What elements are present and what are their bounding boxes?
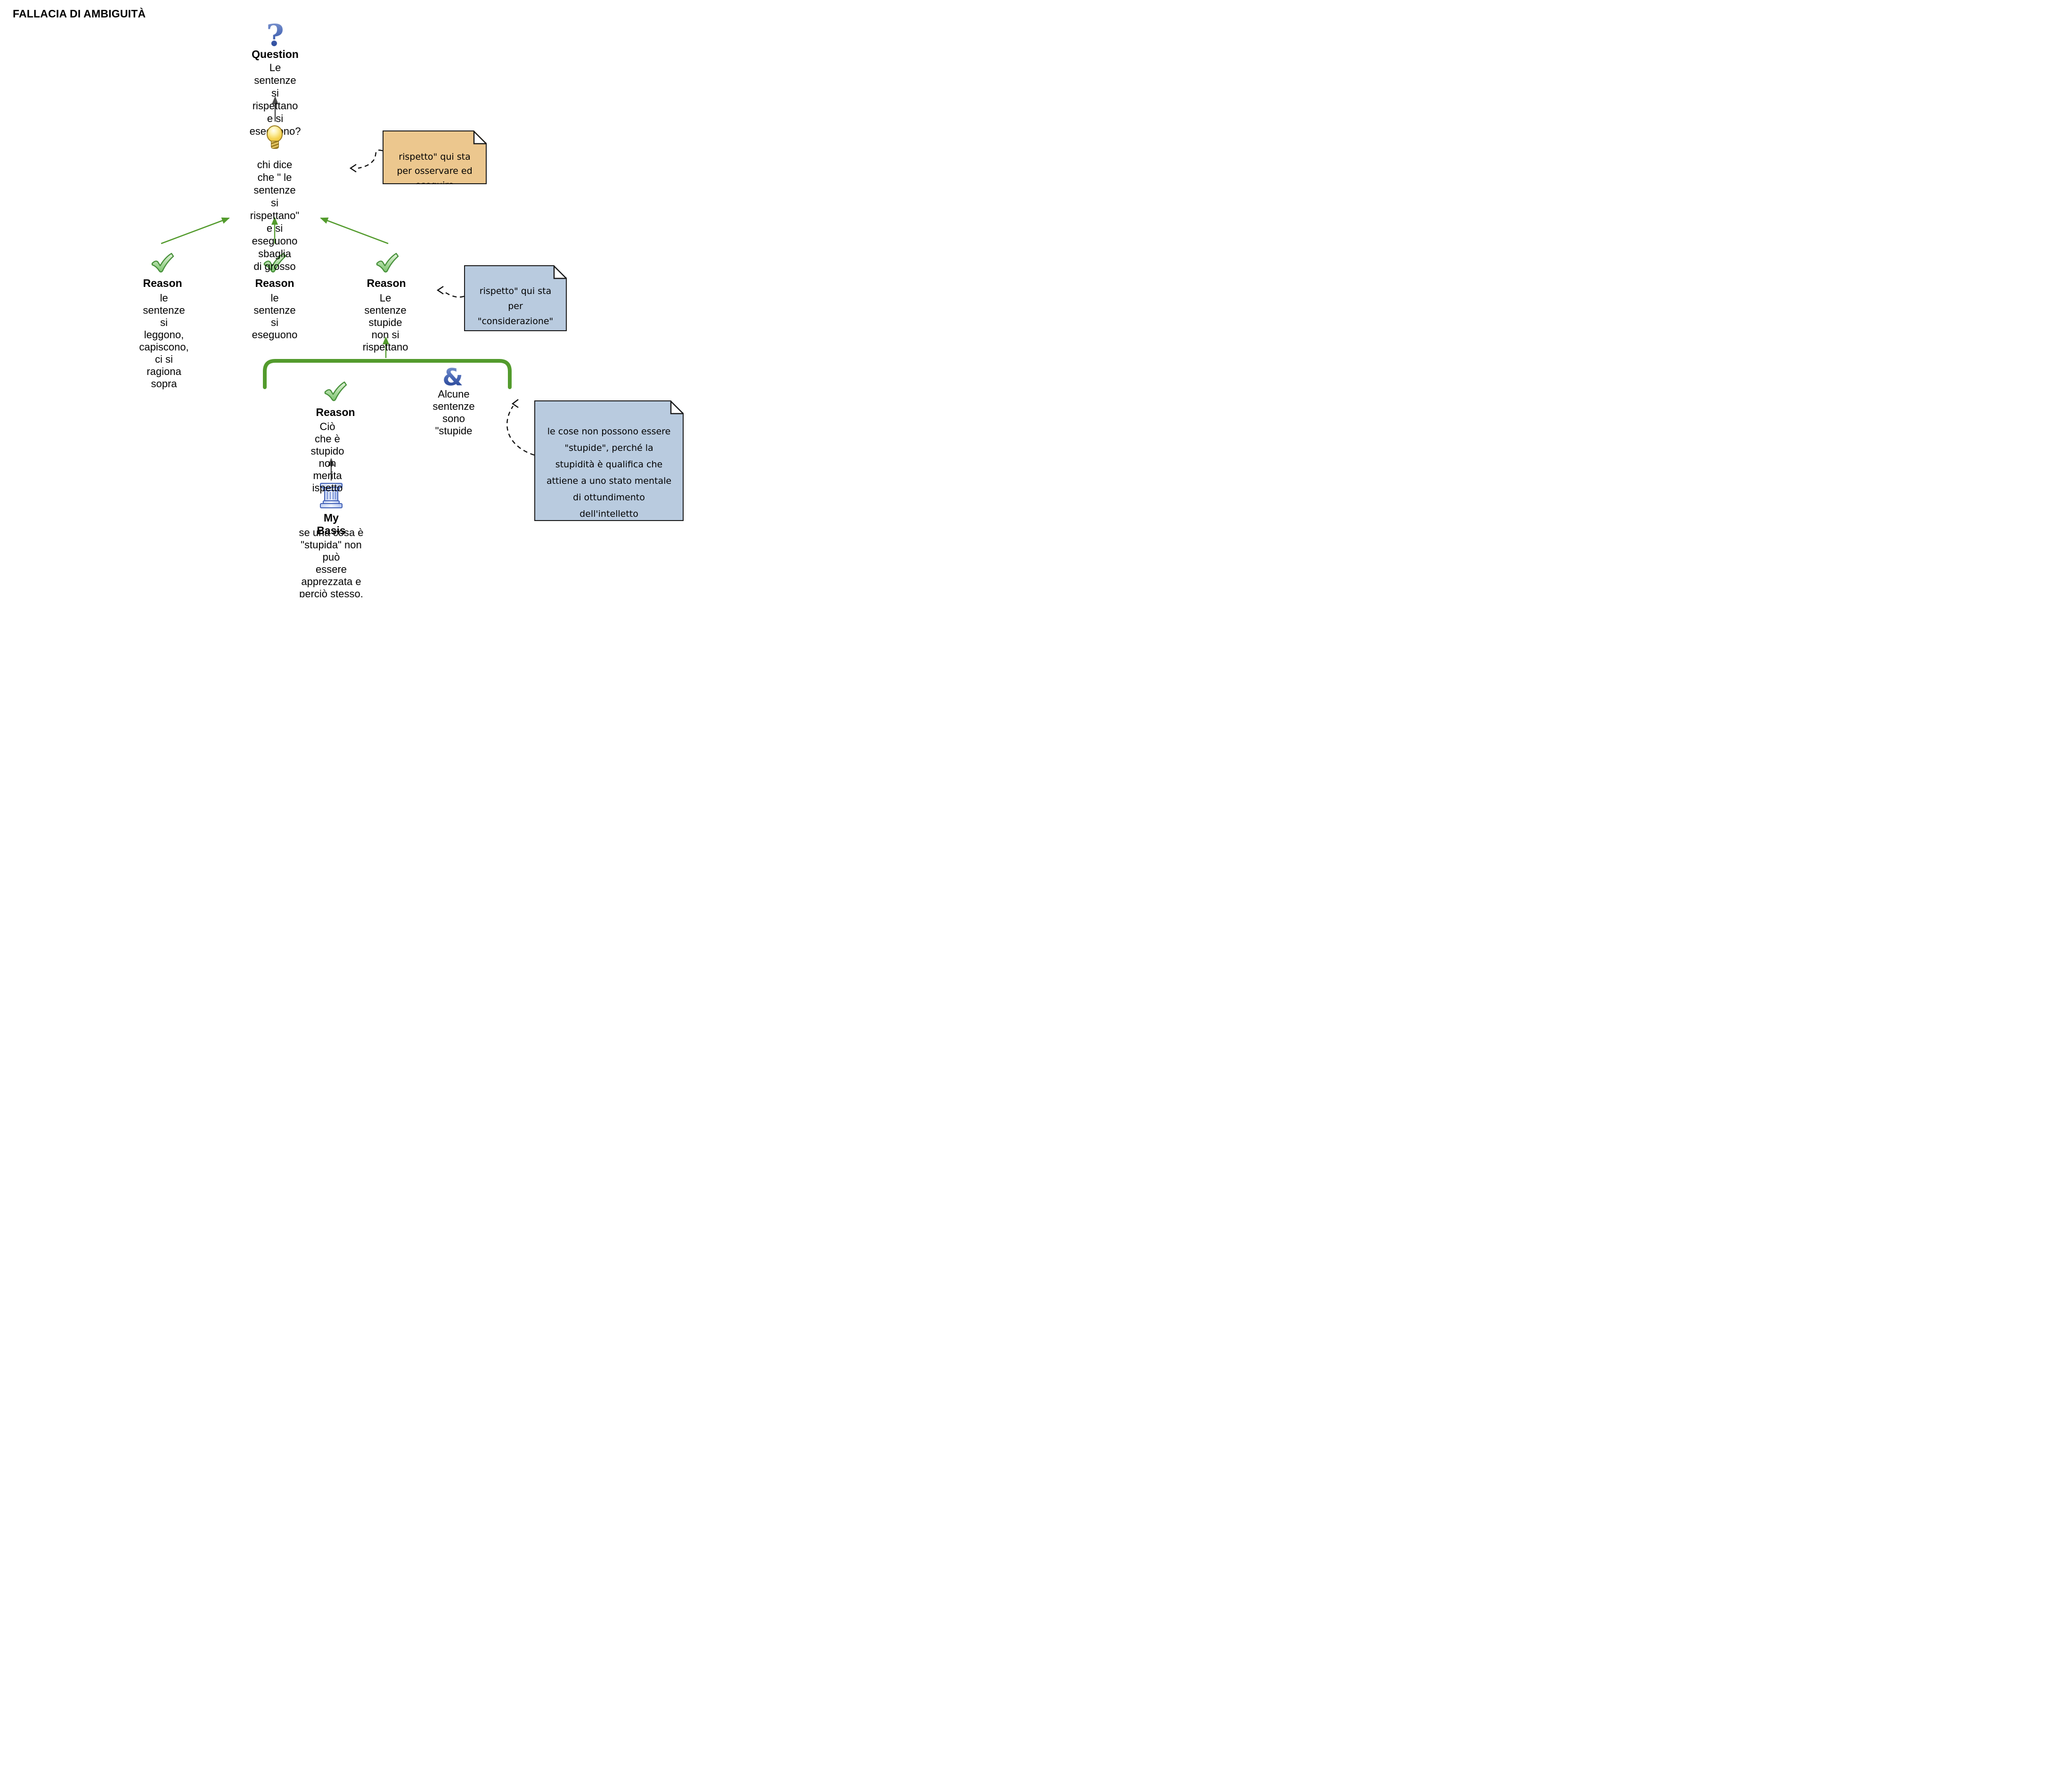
reason1-text: le sentenze si leggono, capiscono, ci si… [139, 292, 189, 390]
connector-layer [151, 96, 535, 508]
question-icon: ? [266, 18, 284, 53]
basis-label: My Basis [317, 512, 346, 537]
arrow-reason3-to-contention [320, 217, 389, 244]
check-icon-reason1 [151, 253, 174, 273]
question-label: Question [252, 48, 299, 60]
contention-text: chi dice che " le sentenze si rispettano… [250, 159, 300, 272]
basis-text: se una cosa è "stupida" non può essere a… [299, 527, 364, 597]
reason2-text: le sentenze si eseguono [252, 292, 298, 341]
reason1-label: Reason [143, 277, 182, 289]
reason3-label: Reason [367, 277, 406, 289]
check-icon-reason2 [263, 253, 286, 273]
reason2-label: Reason [255, 277, 294, 289]
note-blue-stupidita-text: le cose non possono essere "stupide", pe… [546, 426, 672, 519]
connector-note2-to-reason3 [436, 286, 465, 298]
note-blue-considerazione[interactable]: rispetto" qui sta per "considerazione" "… [464, 265, 567, 331]
argument-map: FALLACIA DI AMBIGUITÀ ? Question Le sent… [0, 0, 686, 597]
arrow-reason1-to-contention [161, 217, 230, 244]
conjunction-text: Alcune sentenze sono "stupide [433, 388, 475, 437]
connector-note3-to-conjunction [506, 399, 535, 456]
check-icon-reason4 [324, 381, 347, 401]
note-fold-icon [670, 400, 684, 415]
reason3-text: Le sentenze stupide non si rispettano [362, 292, 408, 353]
group-bracket [263, 359, 512, 389]
page-title: FALLACIA DI AMBIGUITÀ [13, 8, 146, 20]
note-orange[interactable]: rispetto" qui sta per osservare ed esegu… [383, 130, 487, 184]
note-fold-icon [553, 265, 567, 279]
connector-note1-to-contention [349, 149, 383, 172]
lightbulb-icon [267, 125, 283, 149]
ampersand-icon: & [442, 364, 463, 391]
reason4-label: Reason [316, 406, 355, 418]
note-fold-icon [473, 130, 487, 145]
check-icon-reason3 [376, 253, 399, 273]
reason4-text: Ciò che è stupido non merita ispetto [310, 421, 344, 494]
column-icon [320, 483, 343, 508]
note-blue-stupidita[interactable]: le cose non possono essere "stupide", pe… [534, 400, 684, 521]
